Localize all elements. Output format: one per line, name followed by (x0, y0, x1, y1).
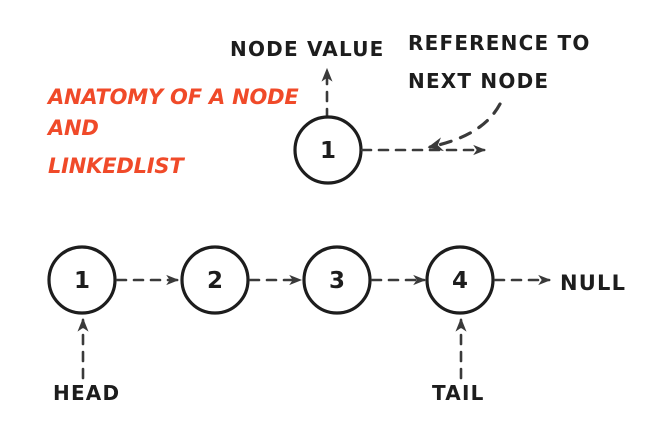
head-label: HEAD (53, 381, 120, 405)
list-node-2-value: 2 (207, 268, 223, 294)
list-node-3[interactable]: 3 (302, 245, 372, 315)
list-node-3-circle[interactable] (302, 245, 372, 315)
list-node-4[interactable]: 4 (425, 245, 495, 315)
anatomy-node-value: 1 (320, 138, 336, 164)
page-title: ANATOMY OF A NODE AND LINKEDLIST (46, 85, 300, 178)
anatomy-node[interactable]: 1 (293, 115, 363, 185)
list-node-2[interactable]: 2 (180, 245, 250, 315)
list-node-1[interactable]: 1 (47, 245, 117, 315)
list-node-4-value: 4 (452, 268, 468, 294)
list-node-4-circle[interactable] (425, 245, 495, 315)
node-value-annotation: NODE VALUE (230, 37, 385, 61)
null-terminator-label: NULL (560, 271, 626, 295)
linkedlist-chain: 1 2 3 4 NULL (47, 245, 626, 315)
title-line-2: AND (46, 116, 99, 140)
reference-annotation-line-1: REFERENCE TO (408, 31, 591, 55)
list-node-1-value: 1 (74, 268, 90, 294)
list-node-3-value: 3 (329, 268, 345, 294)
list-node-1-circle[interactable] (47, 245, 117, 315)
list-node-2-circle[interactable] (180, 245, 250, 315)
title-line-1: ANATOMY OF A NODE (46, 85, 299, 109)
reference-annotation-line-2: NEXT NODE (408, 69, 549, 93)
tail-label: TAIL (432, 381, 485, 405)
reference-curved-arrow (427, 102, 502, 152)
title-line-3: LINKEDLIST (48, 154, 185, 178)
